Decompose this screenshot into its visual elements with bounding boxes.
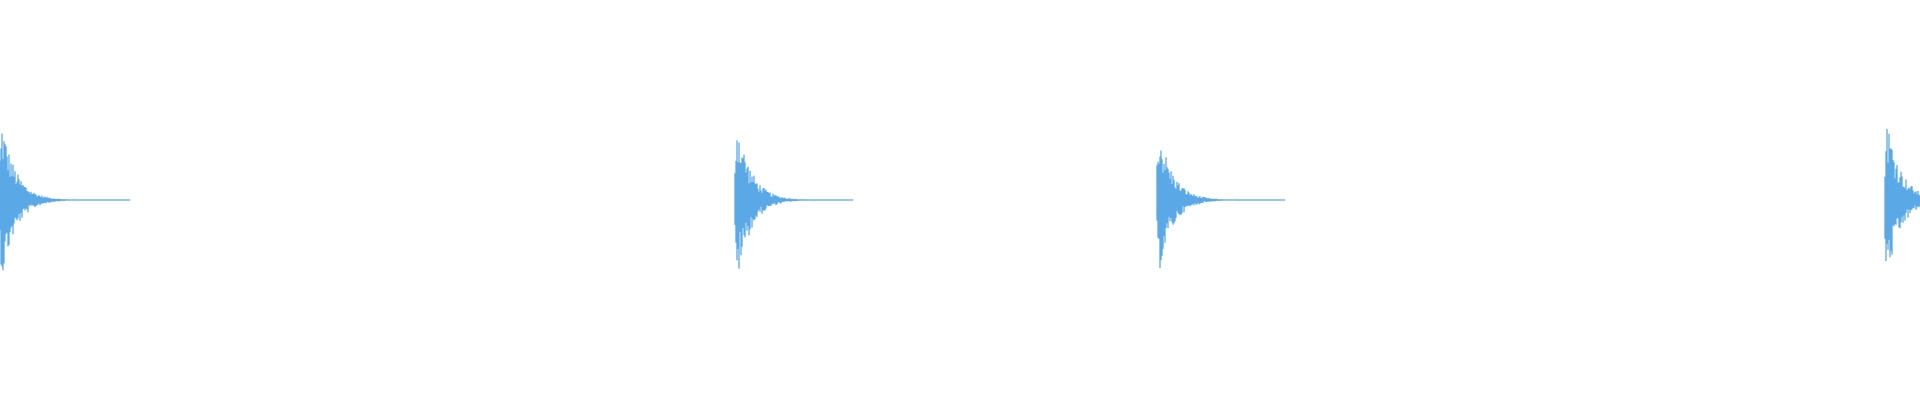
waveform-transient-3-path bbox=[1156, 150, 1286, 269]
waveform-transient-4-path bbox=[1884, 128, 1920, 261]
waveform-transient-2-path bbox=[734, 140, 854, 269]
waveform-transient-1-path bbox=[0, 133, 131, 271]
waveform-transient-4 bbox=[1884, 128, 1920, 261]
waveform-transient-1 bbox=[0, 133, 131, 271]
waveform-bursts bbox=[0, 128, 1920, 271]
waveform-transient-2 bbox=[734, 140, 854, 269]
waveform-transient-3 bbox=[1156, 150, 1286, 269]
